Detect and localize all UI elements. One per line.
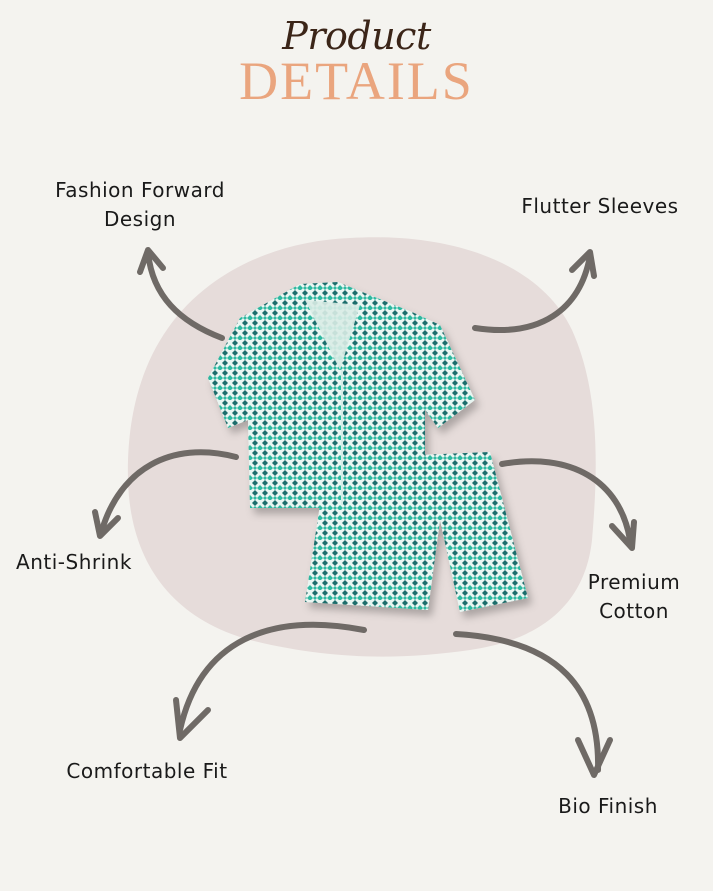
label-line: Premium: [587, 570, 681, 594]
page-title-main: DETAILS: [239, 51, 474, 111]
arrow-flutter-sleeves-icon: [472, 249, 597, 333]
label-line: Fashion Forward: [55, 178, 225, 202]
arrow-anti-shrink-icon: [92, 449, 239, 539]
page-title-script: Product: [282, 14, 431, 58]
label-line: Cotton: [599, 599, 669, 623]
arrow-fashion-forward-icon: [137, 247, 225, 341]
label-line: Bio Finish: [558, 794, 658, 818]
feature-label-premium-cotton: Premium Cotton: [574, 568, 694, 626]
arrow-comfortable-fit-icon: [173, 621, 367, 741]
arrow-premium-cotton-icon: [499, 458, 637, 551]
label-line: Comfortable Fit: [66, 759, 228, 783]
arrow-bio-finish-icon: [453, 631, 613, 778]
feature-label-anti-shrink: Anti-Shrink: [8, 548, 140, 577]
feature-label-comfortable-fit: Comfortable Fit: [52, 757, 242, 786]
label-line: Design: [103, 207, 177, 231]
feature-label-bio-finish: Bio Finish: [546, 792, 670, 821]
label-line: Anti-Shrink: [16, 550, 132, 574]
feature-label-flutter-sleeves: Flutter Sleeves: [505, 192, 695, 221]
feature-label-fashion-forward-design: Fashion Forward Design: [40, 176, 240, 234]
label-line: Flutter Sleeves: [521, 194, 679, 218]
